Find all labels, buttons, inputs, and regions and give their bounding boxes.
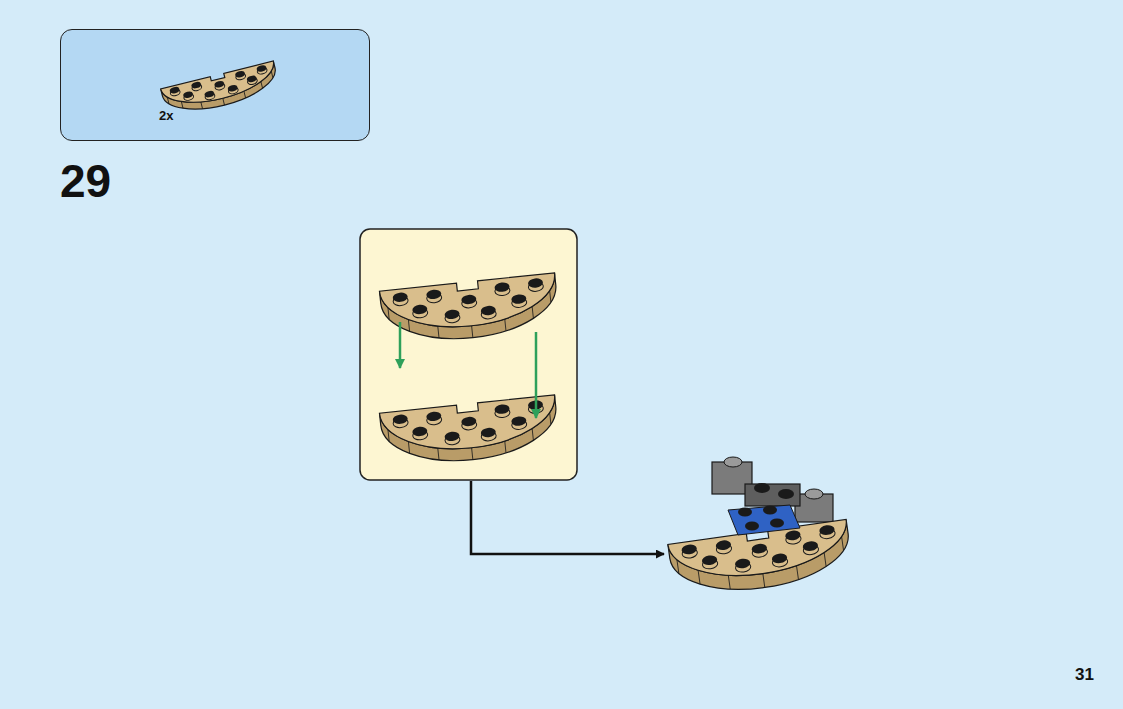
dark-grey-plate <box>745 484 800 506</box>
plate-edge-mark <box>550 412 551 424</box>
round-plate <box>379 395 560 469</box>
round-plate <box>379 273 560 347</box>
stud <box>751 543 768 558</box>
plate-edge-mark <box>698 570 700 584</box>
stud <box>480 427 496 441</box>
stud <box>444 309 460 323</box>
stud <box>802 540 819 555</box>
stud <box>494 404 510 418</box>
stud <box>444 431 460 445</box>
stud <box>778 489 794 499</box>
placement-arrow <box>399 322 402 368</box>
stud <box>392 292 408 306</box>
stud <box>235 70 247 81</box>
plate-top <box>379 273 559 335</box>
stud <box>426 289 442 303</box>
plate-edge-mark <box>438 448 439 460</box>
stud <box>204 90 216 101</box>
stud <box>763 506 777 515</box>
stud <box>771 553 788 568</box>
plate-edge-mark <box>824 553 826 567</box>
stud <box>169 86 181 97</box>
stud <box>715 539 732 554</box>
callout-parts <box>379 273 560 469</box>
plate-edge-mark <box>408 441 409 453</box>
plate-edge-mark <box>505 441 506 453</box>
stud <box>734 558 751 573</box>
plate-side <box>379 395 560 469</box>
plate-edge-mark <box>532 428 533 440</box>
plate-edge-mark <box>261 82 263 89</box>
plate-edge-mark <box>181 101 183 108</box>
stud <box>183 91 195 102</box>
plate-edge-mark <box>842 536 844 550</box>
plate-edge-mark <box>550 290 551 302</box>
part-quantity: 2x <box>159 108 173 123</box>
stud <box>511 294 527 308</box>
plate-edge-mark <box>408 319 409 331</box>
stud <box>214 80 226 91</box>
stud <box>461 294 477 308</box>
step-number: 29 <box>60 154 111 208</box>
stud <box>770 519 784 528</box>
plate-edge-mark <box>763 574 765 588</box>
plate-top <box>161 61 279 112</box>
part-image <box>61 30 361 130</box>
stud <box>754 483 770 493</box>
stud <box>738 508 752 517</box>
plate-edge-mark <box>438 326 439 338</box>
stud <box>392 414 408 428</box>
blue-plate <box>728 505 800 535</box>
plate-edge-mark <box>505 319 506 331</box>
stud <box>461 416 477 430</box>
stud <box>412 304 428 318</box>
plate-edge-mark <box>271 71 273 78</box>
stud <box>701 554 718 569</box>
page-number: 31 <box>1075 665 1094 685</box>
stud <box>745 522 759 531</box>
callout-pointer <box>471 481 664 554</box>
stud <box>494 282 510 296</box>
callout-panel <box>360 229 577 480</box>
stud <box>426 411 442 425</box>
stud <box>191 81 203 92</box>
stud <box>724 457 742 467</box>
plate-edge-mark <box>472 326 473 338</box>
stud <box>805 489 823 499</box>
stud <box>785 530 802 545</box>
plate-side <box>379 273 560 347</box>
stud <box>511 416 527 430</box>
plate-edge-mark <box>472 448 473 460</box>
model-assembly <box>668 457 854 600</box>
stud <box>480 305 496 319</box>
plate-edge-mark <box>201 102 203 109</box>
plate-side <box>161 61 281 119</box>
stud <box>227 84 239 95</box>
stud <box>246 75 258 86</box>
plate-edge-mark <box>797 566 799 580</box>
round-plate <box>161 61 281 119</box>
stud <box>528 278 544 292</box>
stud <box>681 544 698 559</box>
plate-edge-mark <box>244 91 246 98</box>
plate-edge-mark <box>532 306 533 318</box>
plate-edge-mark <box>223 98 225 105</box>
stud <box>412 426 428 440</box>
plate-top <box>379 395 559 457</box>
stud <box>819 524 836 539</box>
parts-list-box: 2x <box>60 29 370 141</box>
placement-arrow <box>535 332 538 418</box>
plate-edge-mark <box>728 575 730 589</box>
stud <box>256 64 268 75</box>
